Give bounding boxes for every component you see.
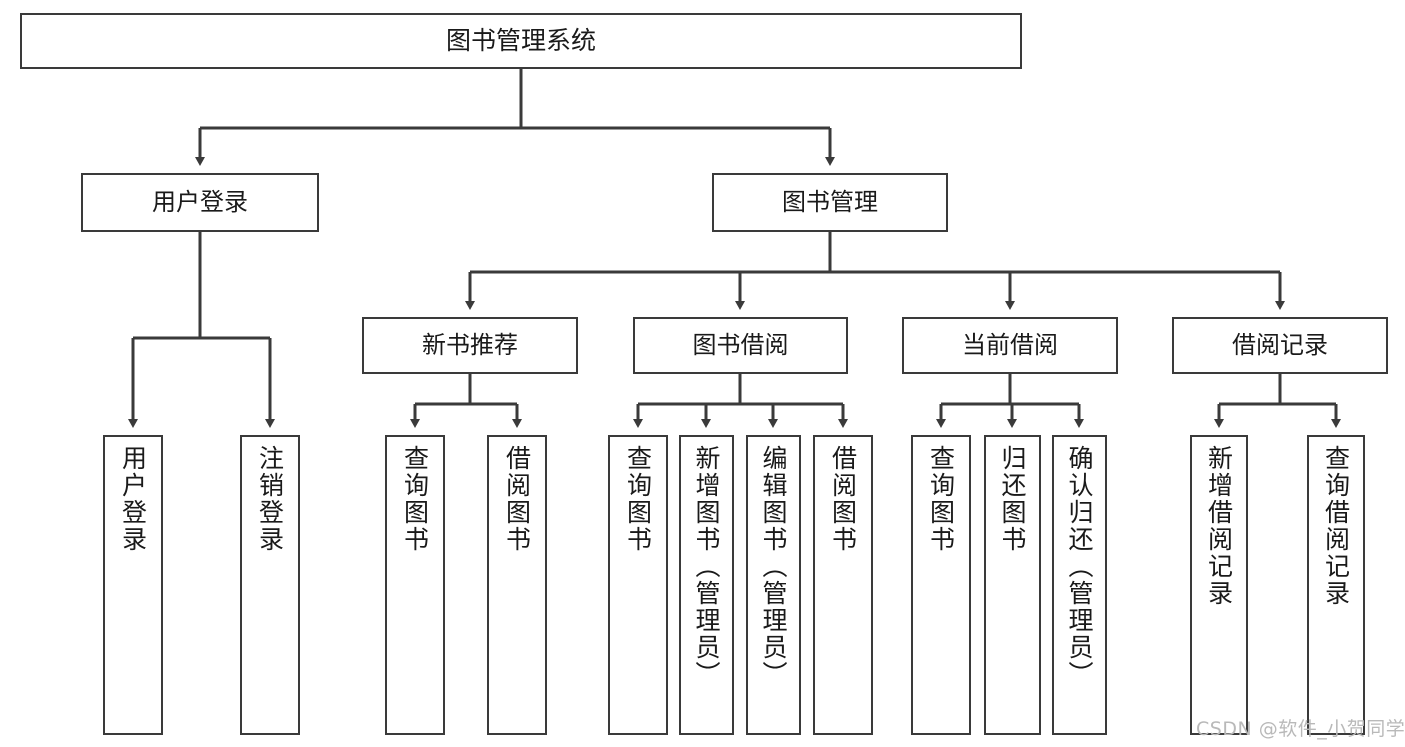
node-leaf-user-logout-label: 注销登录 <box>255 445 285 553</box>
node-root[interactable]: 图书管理系统 <box>20 13 1022 69</box>
node-leaf-query-book-2[interactable]: 查询图书 <box>608 435 668 735</box>
node-leaf-add-book-admin-label: 新增图书（管理员） <box>692 445 721 688</box>
node-leaf-user-logout[interactable]: 注销登录 <box>240 435 300 735</box>
node-leaf-add-book-admin[interactable]: 新增图书（管理员） <box>679 435 734 735</box>
node-leaf-borrow-book-2-label: 借阅图书 <box>828 445 858 553</box>
node-leaf-return-book-label: 归还图书 <box>998 445 1027 553</box>
node-user-login[interactable]: 用户登录 <box>81 173 319 232</box>
node-leaf-add-borrow-record[interactable]: 新增借阅记录 <box>1190 435 1248 735</box>
node-borrow-record[interactable]: 借阅记录 <box>1172 317 1388 374</box>
node-leaf-query-book-3[interactable]: 查询图书 <box>911 435 971 735</box>
node-new-book-recommend-label: 新书推荐 <box>422 330 518 359</box>
node-leaf-user-login[interactable]: 用户登录 <box>103 435 163 735</box>
node-leaf-query-borrow-record[interactable]: 查询借阅记录 <box>1307 435 1365 735</box>
csdn-watermark: CSDN @软件_小贺同学 <box>1196 718 1405 740</box>
node-leaf-edit-book-admin[interactable]: 编辑图书（管理员） <box>746 435 801 735</box>
node-borrow-record-label: 借阅记录 <box>1232 330 1328 359</box>
node-leaf-borrow-book-1-label: 借阅图书 <box>502 445 532 553</box>
node-leaf-query-borrow-record-label: 查询借阅记录 <box>1321 445 1351 607</box>
node-root-label: 图书管理系统 <box>445 25 596 55</box>
node-current-borrow-label: 当前借阅 <box>962 330 1058 359</box>
node-leaf-borrow-book-2[interactable]: 借阅图书 <box>813 435 873 735</box>
node-leaf-return-book[interactable]: 归还图书 <box>984 435 1041 735</box>
node-book-management[interactable]: 图书管理 <box>712 173 948 232</box>
node-leaf-user-login-label: 用户登录 <box>118 445 148 553</box>
node-leaf-add-borrow-record-label: 新增借阅记录 <box>1204 445 1234 607</box>
node-leaf-query-book-1[interactable]: 查询图书 <box>385 435 445 735</box>
node-leaf-confirm-return-admin[interactable]: 确认归还（管理员） <box>1052 435 1107 735</box>
node-book-management-label: 图书管理 <box>782 187 878 216</box>
node-new-book-recommend[interactable]: 新书推荐 <box>362 317 578 374</box>
node-leaf-query-book-3-label: 查询图书 <box>926 445 956 553</box>
node-leaf-confirm-return-admin-label: 确认归还（管理员） <box>1065 445 1094 688</box>
node-user-login-label: 用户登录 <box>152 187 248 216</box>
node-leaf-query-book-2-label: 查询图书 <box>623 445 653 553</box>
node-leaf-edit-book-admin-label: 编辑图书（管理员） <box>759 445 788 688</box>
node-book-borrow-label: 图书借阅 <box>692 330 789 359</box>
node-leaf-query-book-1-label: 查询图书 <box>400 445 430 553</box>
node-leaf-borrow-book-1[interactable]: 借阅图书 <box>487 435 547 735</box>
node-current-borrow[interactable]: 当前借阅 <box>902 317 1118 374</box>
node-book-borrow[interactable]: 图书借阅 <box>633 317 848 374</box>
